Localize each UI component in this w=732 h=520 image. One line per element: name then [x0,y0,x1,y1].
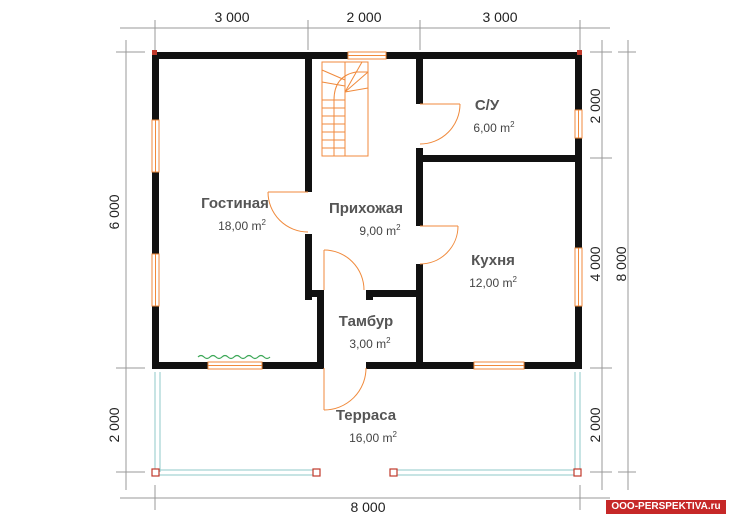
doors [267,103,461,411]
dim-right-total: 8 000 [613,246,629,281]
dim-right-su: 2 000 [587,88,603,123]
dim-top-middle: 2 000 [346,9,381,25]
walls [152,52,582,369]
room-name-living: Гостиная [201,195,269,212]
room-area-hall: 9,00 m2 [359,223,401,238]
room-name-vestibule: Тамбур [339,313,393,330]
room-name-hall: Прихожая [329,200,403,217]
dim-top-right: 3 000 [482,9,517,25]
dim-right-kitchen: 4 000 [587,246,603,281]
staircase [321,61,369,157]
room-name-kitchen: Кухня [471,252,515,269]
room-name-terrace: Терраса [336,407,397,424]
radiator-icon [197,354,271,360]
windows [151,51,583,370]
dim-left-upper: 6 000 [106,194,122,229]
room-area-terrace: 16,00 m2 [349,430,397,445]
room-area-vestibule: 3,00 m2 [349,336,391,351]
brand-watermark: OOO-PERSPEKTIVA.ru [606,500,726,514]
dimension-lines [116,20,636,510]
dim-right-terrace: 2 000 [587,407,603,442]
room-area-kitchen: 12,00 m2 [469,275,517,290]
terrace-railing [151,372,582,477]
corner-posts [152,50,582,55]
room-area-living: 18,00 m2 [218,218,266,233]
room-area-bath: 6,00 m2 [473,120,515,135]
dim-top-left: 3 000 [214,9,249,25]
dim-left-lower: 2 000 [106,407,122,442]
room-name-bath: С/У [475,97,500,114]
dim-bottom: 8 000 [350,499,385,515]
